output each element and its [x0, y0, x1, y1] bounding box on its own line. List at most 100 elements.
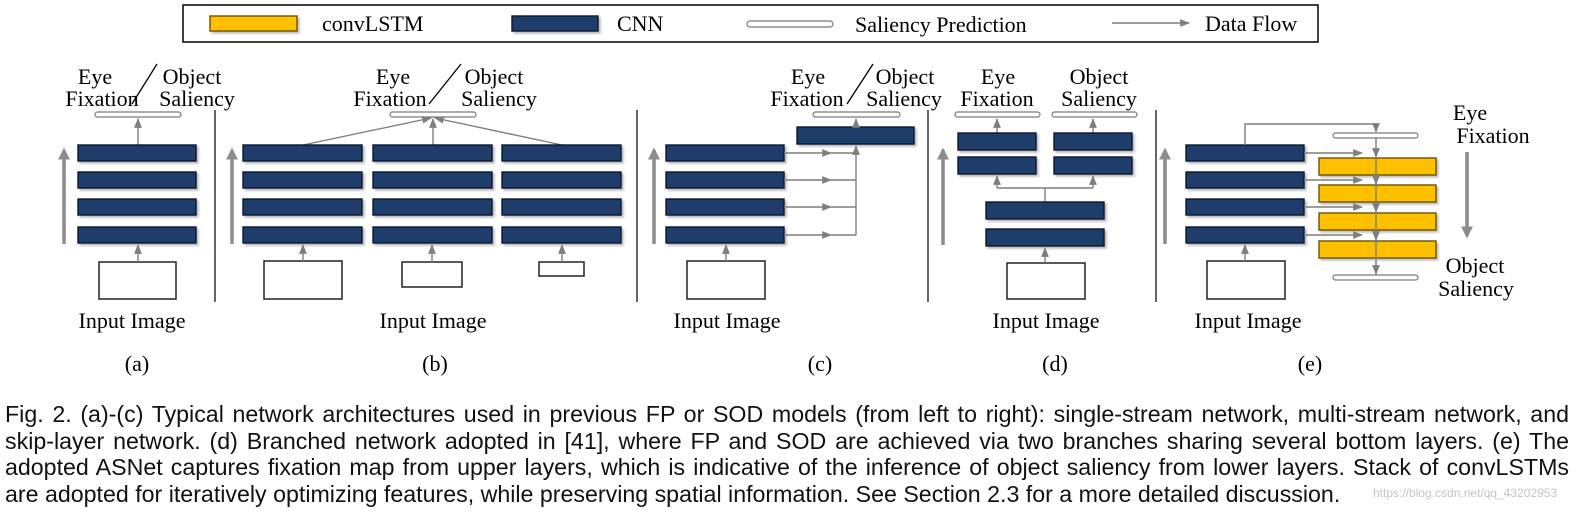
- eye-label: Eye: [791, 64, 825, 89]
- object-label: Object: [876, 64, 935, 89]
- legend-convlstm-swatch: [209, 15, 298, 32]
- cnn-block: [1053, 132, 1133, 151]
- input-image-label: Input Image: [993, 308, 1100, 333]
- input-image-box: [686, 260, 766, 300]
- input-image-label: Input Image: [1195, 308, 1302, 333]
- input-image-box: [538, 261, 585, 277]
- cnn-block: [796, 126, 915, 145]
- cnn-block: [372, 226, 493, 244]
- saliency-label: Saliency: [866, 86, 942, 111]
- convlstm-block: [1318, 157, 1437, 176]
- cnn-block: [1185, 198, 1305, 216]
- watermark: https://blog.csdn.net/qq_43202953: [1373, 486, 1558, 500]
- fixation-label: Fixation: [353, 86, 426, 111]
- saliency-prediction-bar: [1332, 132, 1419, 139]
- cnn-block: [242, 198, 363, 216]
- eye-label: Eye: [376, 64, 410, 89]
- legend: convLSTM CNN Saliency Prediction Data Fl…: [182, 4, 1319, 43]
- cnn-block: [1185, 226, 1305, 244]
- panel-d: Eye Fixation Object Saliency Input Image…: [937, 64, 1138, 376]
- data-flow-arrow: [302, 115, 432, 146]
- input-image-box: [98, 261, 177, 300]
- eye-label: Eye: [78, 64, 112, 89]
- fixation-label: Fixation: [960, 86, 1033, 111]
- panel-label: (a): [125, 351, 149, 376]
- input-image-box: [263, 260, 343, 300]
- cnn-block: [77, 226, 197, 244]
- saliency-label: Saliency: [159, 86, 235, 111]
- cnn-block: [665, 198, 785, 216]
- legend-saliency-label: Saliency Prediction: [855, 12, 1027, 37]
- cnn-block: [242, 226, 363, 244]
- saliency-label: Saliency: [461, 86, 537, 111]
- cnn-block: [1053, 156, 1133, 175]
- legend-data-flow-label: Data Flow: [1205, 11, 1297, 36]
- cnn-block: [985, 201, 1105, 220]
- legend-cnn-label: CNN: [617, 11, 664, 36]
- eye-label: Eye: [981, 64, 1015, 89]
- caption-line: skip-layer network. (d) Branched network…: [5, 427, 1569, 454]
- legend-cnn-swatch: [511, 15, 599, 32]
- saliency-label: Saliency: [1061, 86, 1137, 111]
- saliency-prediction-bar: [1332, 274, 1419, 281]
- convlstm-block: [1318, 240, 1437, 259]
- caption-line: Fig. 2. (a)-(c) Typical network architec…: [5, 401, 1569, 427]
- label-slash: [846, 63, 874, 105]
- fixation-label: Fixation: [65, 86, 138, 111]
- cnn-block: [501, 226, 622, 244]
- cnn-block: [77, 198, 197, 216]
- panel-label: (b): [422, 351, 448, 376]
- legend-saliency-swatch: [746, 20, 834, 28]
- panel-label: (e): [1298, 351, 1322, 376]
- saliency-label: Saliency: [1438, 276, 1514, 301]
- cnn-block: [665, 171, 785, 189]
- panel-b: Eye Fixation Object Saliency Input Image…: [226, 63, 622, 376]
- label-slash: [131, 63, 158, 105]
- cnn-block: [501, 171, 622, 189]
- saliency-prediction-bar: [954, 111, 1041, 118]
- cnn-block: [77, 144, 197, 162]
- saliency-prediction-bar: [812, 111, 901, 118]
- cnn-block: [1185, 171, 1305, 189]
- cnn-block: [77, 171, 197, 189]
- panel-label: (d): [1042, 351, 1068, 376]
- architecture-diagram: convLSTM CNN Saliency Prediction Data Fl…: [58, 4, 1530, 376]
- figure-caption: Fig. 2. (a)-(c) Typical network architec…: [5, 401, 1569, 507]
- saliency-prediction-bar: [1051, 111, 1138, 118]
- convlstm-block: [1318, 184, 1437, 203]
- object-label: Object: [465, 64, 524, 89]
- object-label: Object: [163, 64, 222, 89]
- cnn-block: [957, 132, 1037, 151]
- convlstm-block: [1318, 212, 1437, 231]
- cnn-block: [372, 198, 493, 216]
- saliency-prediction-bar: [389, 111, 477, 118]
- input-image-label: Input Image: [79, 308, 186, 333]
- legend-convlstm-label: convLSTM: [322, 11, 423, 36]
- data-flow-arrow: [434, 115, 563, 146]
- saliency-prediction-bar: [94, 111, 182, 118]
- top-feature-path: [1244, 123, 1380, 145]
- cnn-block: [501, 198, 622, 216]
- input-image-box: [401, 261, 463, 288]
- cnn-block: [242, 144, 363, 162]
- cnn-block: [372, 144, 493, 162]
- input-image-box: [1006, 262, 1086, 300]
- fixation-label: Fixation: [1456, 123, 1529, 148]
- cnn-block: [665, 144, 785, 162]
- caption-line: are adopted for iteratively optimizing f…: [5, 480, 1341, 507]
- cnn-block: [957, 156, 1037, 175]
- input-image-label: Input Image: [380, 308, 487, 333]
- caption-line: adopted ASNet captures fixation map from…: [5, 454, 1569, 480]
- eye-label: Eye: [1453, 100, 1487, 125]
- cnn-block: [665, 226, 785, 244]
- cnn-block: [985, 228, 1105, 247]
- input-image-box: [1206, 260, 1286, 300]
- cnn-block: [1185, 144, 1305, 162]
- cnn-block: [242, 171, 363, 189]
- cnn-block: [372, 171, 493, 189]
- cnn-block: [501, 144, 622, 162]
- object-label: Object: [1446, 253, 1505, 278]
- panel-e: Eye Fixation Object Saliency Input Image…: [1159, 100, 1530, 376]
- object-label: Object: [1070, 64, 1129, 89]
